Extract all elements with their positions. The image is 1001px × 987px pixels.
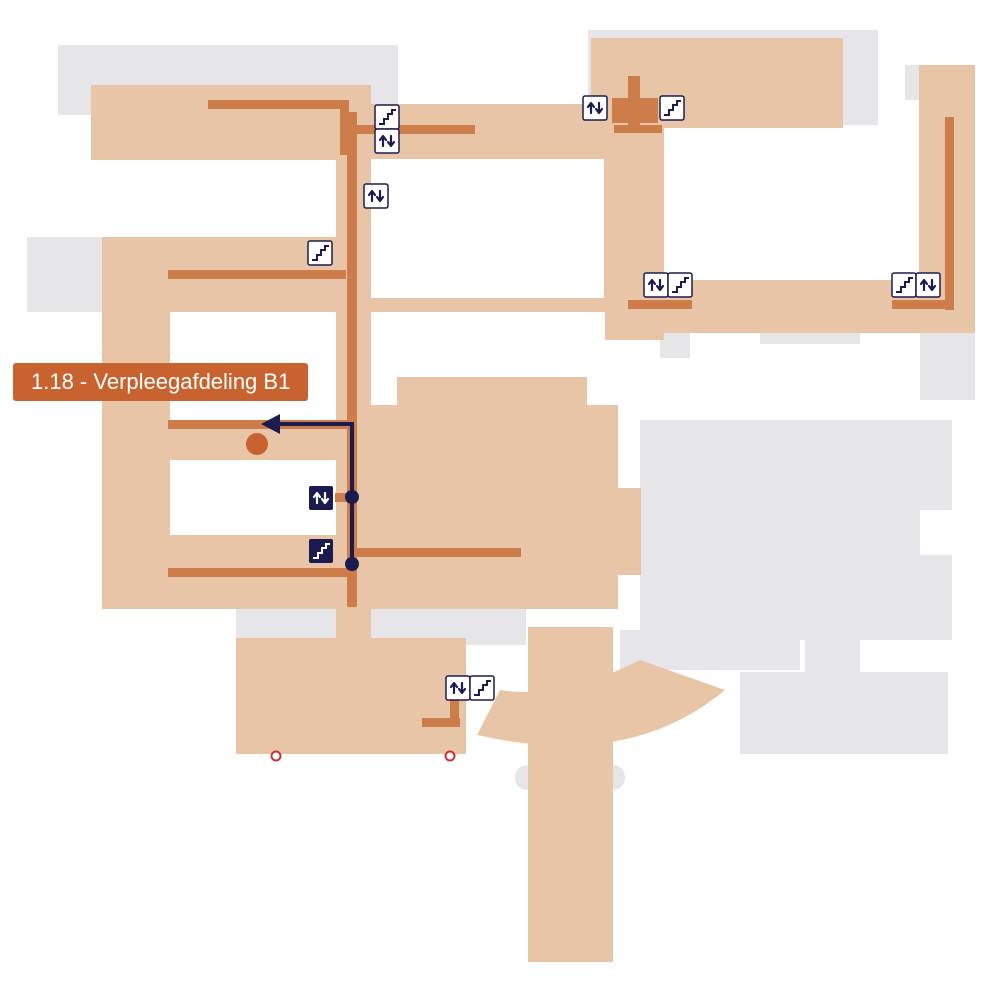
corridors <box>168 76 954 727</box>
stairs-icon[interactable] <box>469 675 495 701</box>
route-path <box>261 414 359 571</box>
route-waypoint <box>345 490 359 504</box>
elevator-icon[interactable] <box>643 272 669 298</box>
stairs-icon[interactable] <box>307 240 333 266</box>
stairs-icon[interactable] <box>374 104 400 130</box>
stairs-icon[interactable] <box>891 272 917 298</box>
elevator-icon[interactable] <box>374 128 400 154</box>
elevator-icon[interactable] <box>363 183 389 209</box>
stairs-icon[interactable] <box>667 272 693 298</box>
elevator-icon[interactable] <box>582 95 608 121</box>
stairs-icon[interactable] <box>309 539 333 563</box>
stairs-icon[interactable] <box>659 95 685 121</box>
route-start <box>345 557 359 571</box>
destination-label: 1.18 - Verpleegafdeling B1 <box>13 363 309 401</box>
elevator-icon[interactable] <box>309 486 333 510</box>
elevator-icon[interactable] <box>915 272 941 298</box>
elevator-icon[interactable] <box>445 675 471 701</box>
destination-marker <box>246 433 268 455</box>
route-arrow-icon <box>261 414 280 434</box>
entrance-marker-icon <box>444 750 456 762</box>
entrance-marker-icon <box>270 750 282 762</box>
